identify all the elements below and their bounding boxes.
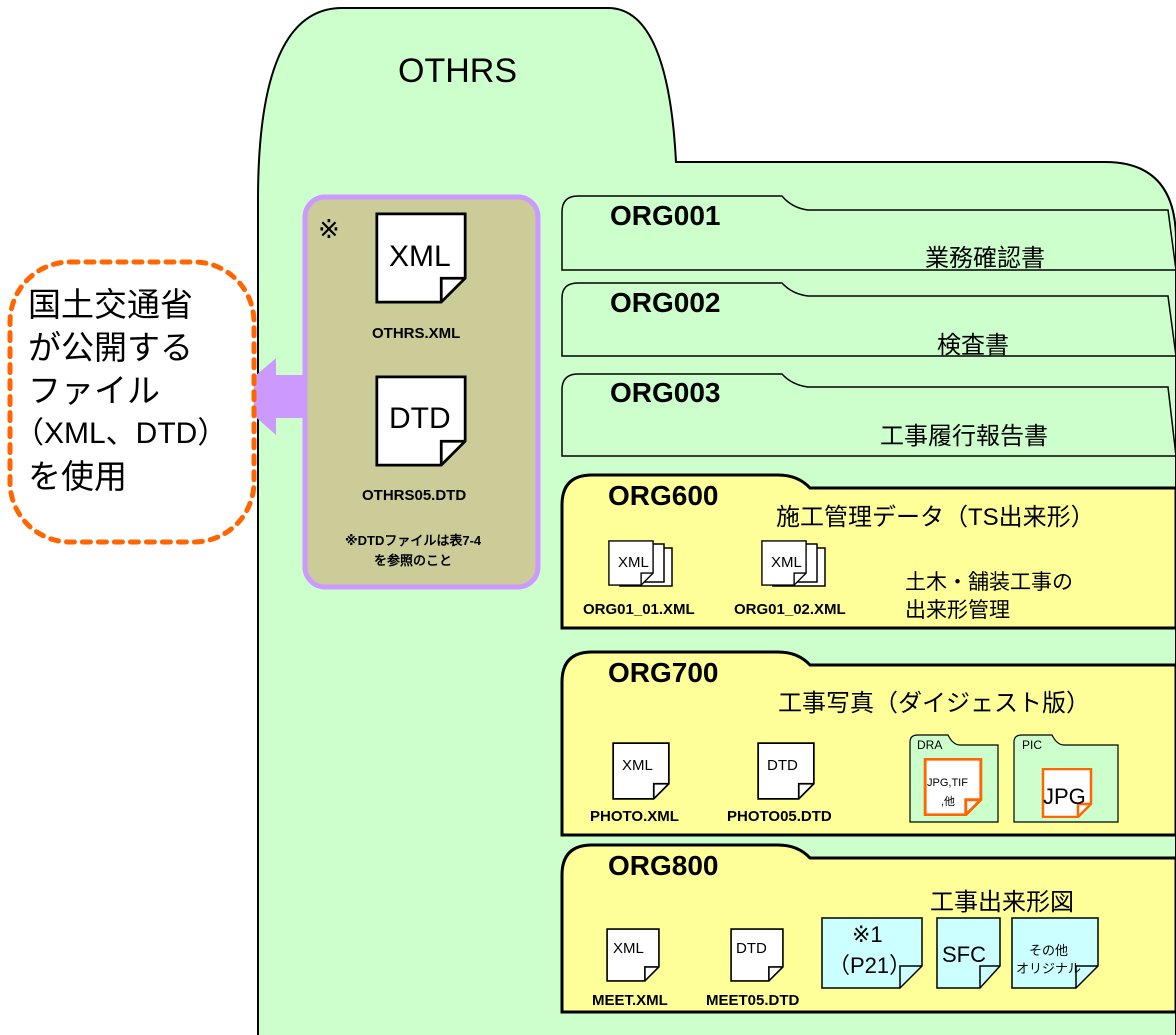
org600-folder-name: ORG600 <box>608 480 719 511</box>
photo-dtd-icon-label: DTD <box>767 757 798 774</box>
other-original-file-icon <box>1011 917 1099 989</box>
dra-file-label-line1: JPG,TIF <box>927 777 968 789</box>
org002-folder-shape <box>561 282 1176 357</box>
root-folder-title: OTHRS <box>398 52 517 90</box>
dtd-note-line1: ※DTDファイルは表7-4 <box>345 533 482 548</box>
other-label-line1: その他 <box>1029 943 1069 958</box>
callout-line: を使用 <box>28 458 127 495</box>
p21-file-icon <box>821 917 923 989</box>
org01-02-filename: ORG01_02.XML <box>734 601 846 618</box>
org800-folder-name: ORG800 <box>608 850 719 881</box>
org700-folder-name: ORG700 <box>608 657 719 688</box>
callout-line: （XML、DTD） <box>14 417 228 450</box>
org01-02-icon-label: XML <box>771 554 802 571</box>
org002-folder-desc: 検査書 <box>937 332 1009 359</box>
p21-label-line2: （P21） <box>828 953 912 978</box>
org003-folder-shape <box>561 373 1176 457</box>
asterisk-mark: ※ <box>318 214 340 244</box>
org600-folder-shape <box>560 473 1176 630</box>
org001-folder-desc: 業務確認書 <box>925 245 1045 272</box>
org600-note-line1: 土木・舗装工事の <box>905 571 1073 594</box>
callout-box <box>7 259 257 545</box>
org700-folder-desc: 工事写真（ダイジェスト版） <box>778 690 1090 717</box>
org01-01-xml-file-icon <box>608 540 673 587</box>
sfc-file-icon <box>936 917 1001 989</box>
org600-note-line2: 出来形管理 <box>905 599 1010 622</box>
left-arrow <box>232 358 306 435</box>
meet-xml-filename: MEET.XML <box>592 992 668 1009</box>
org01-01-icon-label: XML <box>618 554 649 571</box>
org01-02-xml-file-icon <box>761 540 826 587</box>
org001-folder-name: ORG001 <box>610 200 721 231</box>
org600-folder-desc: 施工管理データ（TS出来形） <box>776 504 1095 531</box>
othrs-xml-icon-label: XML <box>389 240 451 273</box>
org003-folder-name: ORG003 <box>610 377 721 408</box>
sfc-label: SFC <box>942 942 986 967</box>
callout-text: 国土交通省 が公開する ファイル （XML、DTD） を使用 <box>14 283 254 498</box>
othrs-dtd-filename: OTHRS05.DTD <box>362 487 467 504</box>
dra-file-label-line2: ,他 <box>941 796 956 808</box>
meet-xml-icon-label: XML <box>613 940 644 957</box>
callout-line: ファイル <box>28 372 160 409</box>
photo-dtd-filename: PHOTO05.DTD <box>727 808 832 825</box>
callout-line: 国土交通省 <box>28 286 193 323</box>
p21-label-line1: ※1 <box>852 922 883 947</box>
org800-folder-desc: 工事出来形図 <box>930 889 1074 916</box>
photo-xml-filename: PHOTO.XML <box>590 808 679 825</box>
callout-line: が公開する <box>28 329 193 366</box>
org01-01-filename: ORG01_01.XML <box>583 601 695 618</box>
pic-file-label: JPG <box>1043 784 1086 809</box>
pic-folder-label: PIC <box>1022 738 1043 752</box>
meet-dtd-icon-label: DTD <box>736 940 767 957</box>
meet-dtd-filename: MEET05.DTD <box>706 992 800 1009</box>
othrs-xml-filename: OTHRS.XML <box>372 325 461 342</box>
org002-folder-name: ORG002 <box>610 287 721 318</box>
org001-folder-shape <box>561 195 1176 271</box>
dtd-note-line2: を参照のこと <box>374 553 453 568</box>
photo-xml-icon-label: XML <box>622 757 653 774</box>
othrs-dtd-icon-label: DTD <box>389 402 451 435</box>
org003-folder-desc: 工事履行報告書 <box>880 423 1048 450</box>
dra-folder-label: DRA <box>917 738 943 752</box>
other-label-line2: オリジナル <box>1016 961 1082 976</box>
